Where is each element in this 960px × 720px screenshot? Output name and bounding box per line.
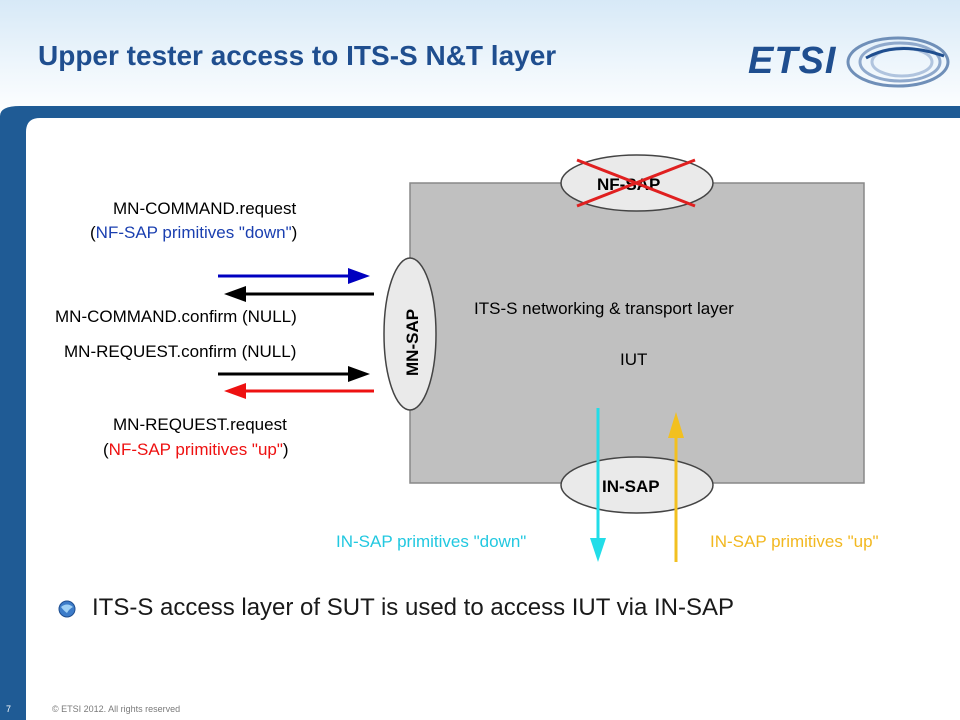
label-mn-command-request: MN-COMMAND.request	[113, 199, 297, 218]
in-sap-label: IN-SAP	[602, 477, 660, 496]
label-mn-request-confirm: MN-REQUEST.confirm (NULL)	[64, 342, 296, 361]
arrow-mn-request-request	[224, 383, 374, 399]
bullet-text: ITS-S access layer of SUT is used to acc…	[92, 594, 734, 621]
label-mn-request-request-note: (NF-SAP primitives "up")	[103, 440, 289, 459]
slide-title: Upper tester access to ITS-S N&T layer	[38, 40, 557, 71]
bullet-globe-icon	[58, 600, 76, 618]
label-in-sap-down: IN-SAP primitives "down"	[336, 532, 526, 551]
mn-sap-label: MN-SAP	[403, 309, 422, 376]
arrow-mn-command-request	[218, 268, 370, 284]
nt-layer-box	[409, 182, 865, 484]
iut-label: IUT	[620, 350, 647, 369]
arrow-in-sap-up	[668, 412, 684, 562]
left-sidebar-bar	[0, 116, 26, 720]
nf-sap-cross-line-2	[576, 158, 696, 208]
arrow-in-sap-down	[590, 408, 606, 562]
label-in-sap-up: IN-SAP primitives "up"	[710, 532, 879, 551]
copyright-text: © ETSI 2012. All rights reserved	[52, 704, 181, 714]
page-number: 7	[6, 704, 12, 714]
logo-text: ETSI	[748, 40, 837, 82]
nt-layer-label: ITS-S networking & transport layer	[474, 299, 734, 318]
logo-swoosh-icon	[846, 36, 950, 88]
arrow-mn-request-confirm	[218, 366, 370, 382]
header-curve	[0, 106, 960, 138]
label-mn-command-confirm: MN-COMMAND.confirm (NULL)	[55, 307, 297, 326]
mn-sap-ellipse	[383, 257, 437, 411]
etsi-logo: ETSI	[748, 34, 952, 92]
label-mn-request-request: MN-REQUEST.request	[113, 415, 287, 434]
header-band	[0, 0, 960, 118]
arrow-mn-command-confirm	[224, 286, 374, 302]
label-mn-command-request-note: (NF-SAP primitives "down")	[90, 223, 297, 242]
